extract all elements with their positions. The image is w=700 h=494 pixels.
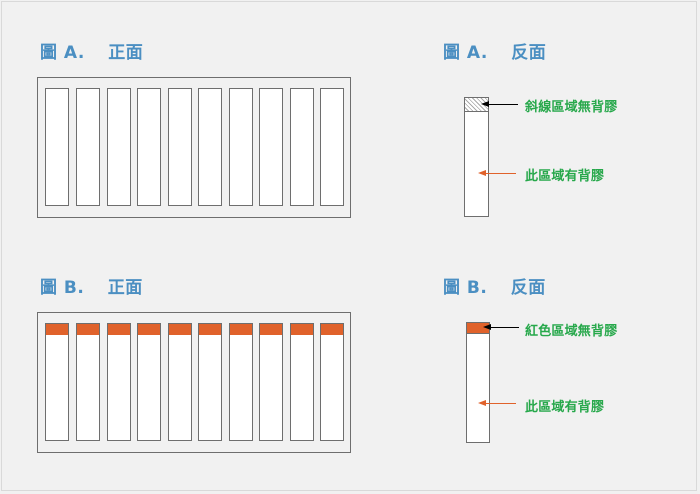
figure-b-front-heading: 圖 B. 正面 (40, 273, 143, 298)
figure-a-back-strip (464, 97, 489, 217)
front-strip-b-1 (45, 323, 69, 441)
arrow-line-a-bottom (486, 173, 516, 174)
figure-a-front-suffix: 正面 (108, 43, 144, 63)
arrow-left-icon (483, 324, 491, 330)
front-strip-b-2 (76, 323, 100, 441)
front-strip-b-7 (229, 323, 253, 441)
figure-a-front-heading: 圖 A. 正面 (40, 38, 143, 63)
callout-b-red-no-adhesive: 紅色區域無背膠 (525, 324, 618, 339)
arrow-left-icon (478, 170, 486, 176)
arrow-left-icon (478, 400, 486, 406)
figure-b-back-strip (466, 322, 490, 443)
front-strip-a-9 (290, 88, 314, 206)
figure-b-back-prefix: 圖 B. (443, 278, 488, 298)
front-strip-a-4 (137, 88, 161, 206)
front-strip-b-8 (259, 323, 283, 441)
arrow-line-b-bottom (486, 403, 516, 404)
figure-b-front-prefix: 圖 B. (40, 278, 85, 298)
front-strip-b-3 (107, 323, 131, 441)
front-strip-a-2 (76, 88, 100, 206)
callout-b-adhesive-area: 此區域有背膠 (525, 400, 605, 415)
front-strip-a-10 (320, 88, 344, 206)
figure-a-back-prefix: 圖 A. (443, 43, 488, 63)
arrow-line-a-top (488, 104, 518, 105)
arrow-left-icon (481, 101, 489, 107)
front-strip-b-6 (198, 323, 222, 441)
front-strip-b-10 (320, 323, 344, 441)
front-strip-a-7 (229, 88, 253, 206)
figure-b-back-suffix: 反面 (510, 278, 546, 298)
figure-b-back-heading: 圖 B. 反面 (443, 273, 546, 298)
front-strip-b-4 (137, 323, 161, 441)
front-strip-a-3 (107, 88, 131, 206)
figure-a-front-prefix: 圖 A. (40, 43, 85, 63)
figure-a-back-heading: 圖 A. 反面 (443, 38, 546, 63)
arrow-line-b-top (490, 327, 519, 328)
callout-a-hatched-no-adhesive: 斜線區域無背膠 (525, 100, 618, 115)
orange-no-adhesive-area (467, 323, 489, 334)
front-strip-a-8 (259, 88, 283, 206)
front-strip-a-5 (168, 88, 192, 206)
figure-b-front-suffix: 正面 (107, 278, 143, 298)
callout-a-adhesive-area: 此區域有背膠 (525, 169, 605, 184)
front-strip-a-1 (45, 88, 69, 206)
front-strip-b-9 (290, 323, 314, 441)
front-strip-b-5 (168, 323, 192, 441)
front-strip-a-6 (198, 88, 222, 206)
figure-a-back-suffix: 反面 (511, 43, 547, 63)
